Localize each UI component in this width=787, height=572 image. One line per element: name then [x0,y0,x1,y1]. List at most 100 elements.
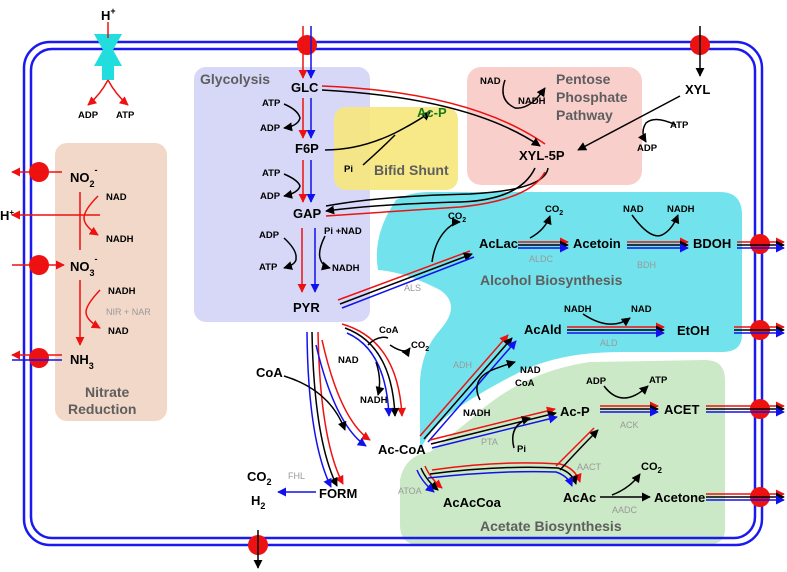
aadc-label: AADC [612,505,638,515]
ald-label: ALD [600,338,618,348]
gap-label: GAP [293,206,322,221]
pta-pi: Pi [517,444,526,455]
glc-adp: ADP [260,123,281,134]
h-left-label: H+ [0,208,14,223]
nh3-label: NH3 [70,352,94,371]
bifid-pi: Pi [344,164,353,175]
pdh-coa: CoA [379,325,399,336]
nitrate-reduction-label-line2: Reduction [68,401,136,417]
acac-label: AcAc [563,490,596,505]
nitrate-reduction-label-line1: Nitrate [85,384,130,400]
adh1-coa: CoA [515,378,535,389]
nitrite-nad: NAD [106,192,127,203]
ppp-nadh: NADH [518,96,546,107]
region-labels: Glycolysis Bifid Shunt Pentose Phosphate… [68,71,628,534]
bdoh-label: BDOH [693,236,731,251]
ppp-label-line1: Pentose [556,71,611,87]
acaccoa-label: AcAcCoa [443,495,502,510]
ppp-nad: NAD [480,76,501,87]
xyl5p-label: XYL-5P [519,148,565,163]
acp-label: Ac-P [560,404,590,419]
nitrate-nad: NAD [108,326,129,337]
nitrate-reduction: NO2- NAD NADH H+ NO3- NADH NAD NIR + NAR… [0,165,151,371]
ack-label: ACK [620,420,639,430]
acetate-biosynthesis-label: Acetate Biosynthesis [480,518,622,534]
gap-nadh: NADH [332,263,360,274]
no2-label: NO2- [70,165,98,189]
adh1-nad: NAD [520,365,541,376]
ack-adp: ADP [586,376,607,387]
ppp-label-line2: Phosphate [556,89,628,105]
nh3-transporter [29,348,49,368]
acald-label: AcAld [524,322,562,337]
h2-label: H2 [251,493,265,511]
cell-membrane [22,40,764,547]
als-co2: CO2 [448,211,466,224]
atoa-label: ATOA [398,486,422,496]
atpase-adp: ADP [78,110,99,121]
gap-atp: ATP [259,262,278,273]
f6p-atp: ATP [262,168,281,179]
pentose-phosphate-pathway: XYL ATP ADP XYL-5P NAD NADH Pi Ac-P [321,26,710,217]
pta-label: PTA [481,437,498,447]
bifid-acp-label: Ac-P [417,105,447,120]
pyr-label: PYR [293,300,320,315]
xyl-label: XYL [685,82,710,97]
xyl-adp: ADP [637,143,658,154]
pdh-co2: CO2 [411,340,429,353]
alcohol-biosynthesis-label: Alcohol Biosynthesis [480,272,623,288]
nir-nar-label: NIR + NAR [106,307,151,317]
f6p-label: F6P [295,141,319,156]
ald-nad: NAD [631,304,652,315]
glc-atp: ATP [262,98,281,109]
gap-adp: ADP [259,230,280,241]
adh1-nadh: NADH [463,408,491,419]
glycolysis-label: Glycolysis [200,71,270,87]
atpase-reaction: H+ ADP ATP [78,6,135,121]
als-label: ALS [404,283,421,293]
ppp-label-line3: Pathway [556,107,613,123]
acetyl-coa-label: Ac-CoA [378,442,426,457]
form-label: FORM [319,486,357,501]
bdh-label: BDH [637,260,656,270]
aclac-label: AcLac [479,236,518,251]
bdh-nad: NAD [623,204,644,215]
etoh-label: EtOH [677,323,710,338]
bdoh-transporter [750,234,770,254]
ack-atp: ATP [649,375,668,386]
pentose-phosphate-region [467,67,642,185]
atpase-atp: ATP [116,110,135,121]
pyruvate-branches: ALS CO2 CoA CO2 NAD NADH CoA Ac-CoA FORM… [247,211,475,569]
aact-label: AACT [577,462,602,472]
coa-label: CoA [256,365,283,380]
atpase-stalk [102,62,114,80]
form-co2-label: CO2 [247,469,272,487]
nitrate-nadh: NADH [108,286,136,297]
glc-transporter [297,35,317,55]
acetate-biosynthesis: Pi PTA Ac-P ADP ATP ACK ACET ATOA AcAcCo… [398,375,785,515]
adh-label: ADH [453,360,472,370]
glc-label: GLC [291,80,319,95]
pdh-nadh: NADH [360,395,388,406]
glycolysis-pathway: GLC ATP ADP F6P ATP ADP GAP ADP ATP Pi +… [259,26,362,315]
gap-pi-nad: Pi +NAD [324,226,362,237]
aldc-co2: CO2 [545,204,563,217]
fhl-label: FHL [288,471,305,481]
h-plus-label: H+ [101,6,116,23]
bifid-shunt-region [334,107,458,190]
no3-label: NO3- [70,254,98,278]
aadc-co2: CO2 [641,461,663,475]
aldc-label: ALDC [529,254,554,264]
bdh-nadh: NADH [667,204,695,215]
f6p-adp: ADP [260,191,281,202]
pdh-nad: NAD [338,355,359,366]
acetone-label: Acetone [654,490,705,505]
glycolysis-region [194,67,370,322]
nitrite-nadh: NADH [106,234,134,245]
nitrate-reduction-region [55,143,167,421]
bifid-shunt-label: Bifid Shunt [374,162,449,178]
ald-nadh: NADH [564,304,592,315]
acetoin-label: Acetoin [573,236,621,251]
xyl-atp: ATP [670,120,689,131]
